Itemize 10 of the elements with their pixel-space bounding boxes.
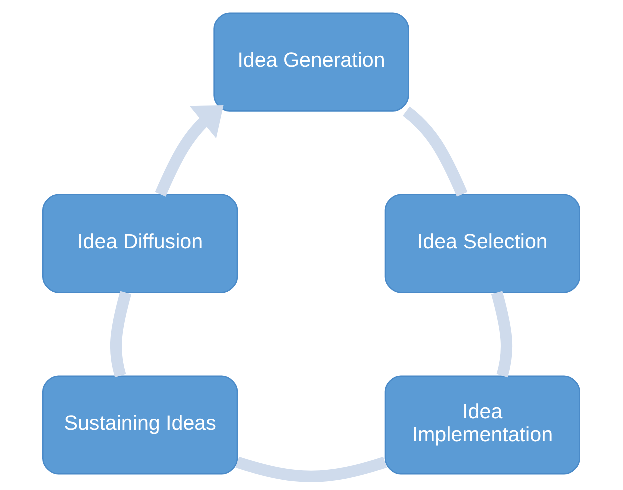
connector bbox=[110, 291, 132, 378]
node-box: Sustaining Ideas bbox=[42, 376, 238, 475]
node-box: Idea Diffusion bbox=[42, 194, 238, 294]
node-box: Idea Implementation bbox=[384, 376, 580, 475]
connector bbox=[491, 291, 513, 378]
node-box: Idea Selection bbox=[384, 194, 580, 294]
node-box: Idea Generation bbox=[214, 12, 410, 112]
arrow bbox=[155, 105, 224, 197]
connector bbox=[402, 106, 468, 197]
connector bbox=[236, 456, 387, 482]
